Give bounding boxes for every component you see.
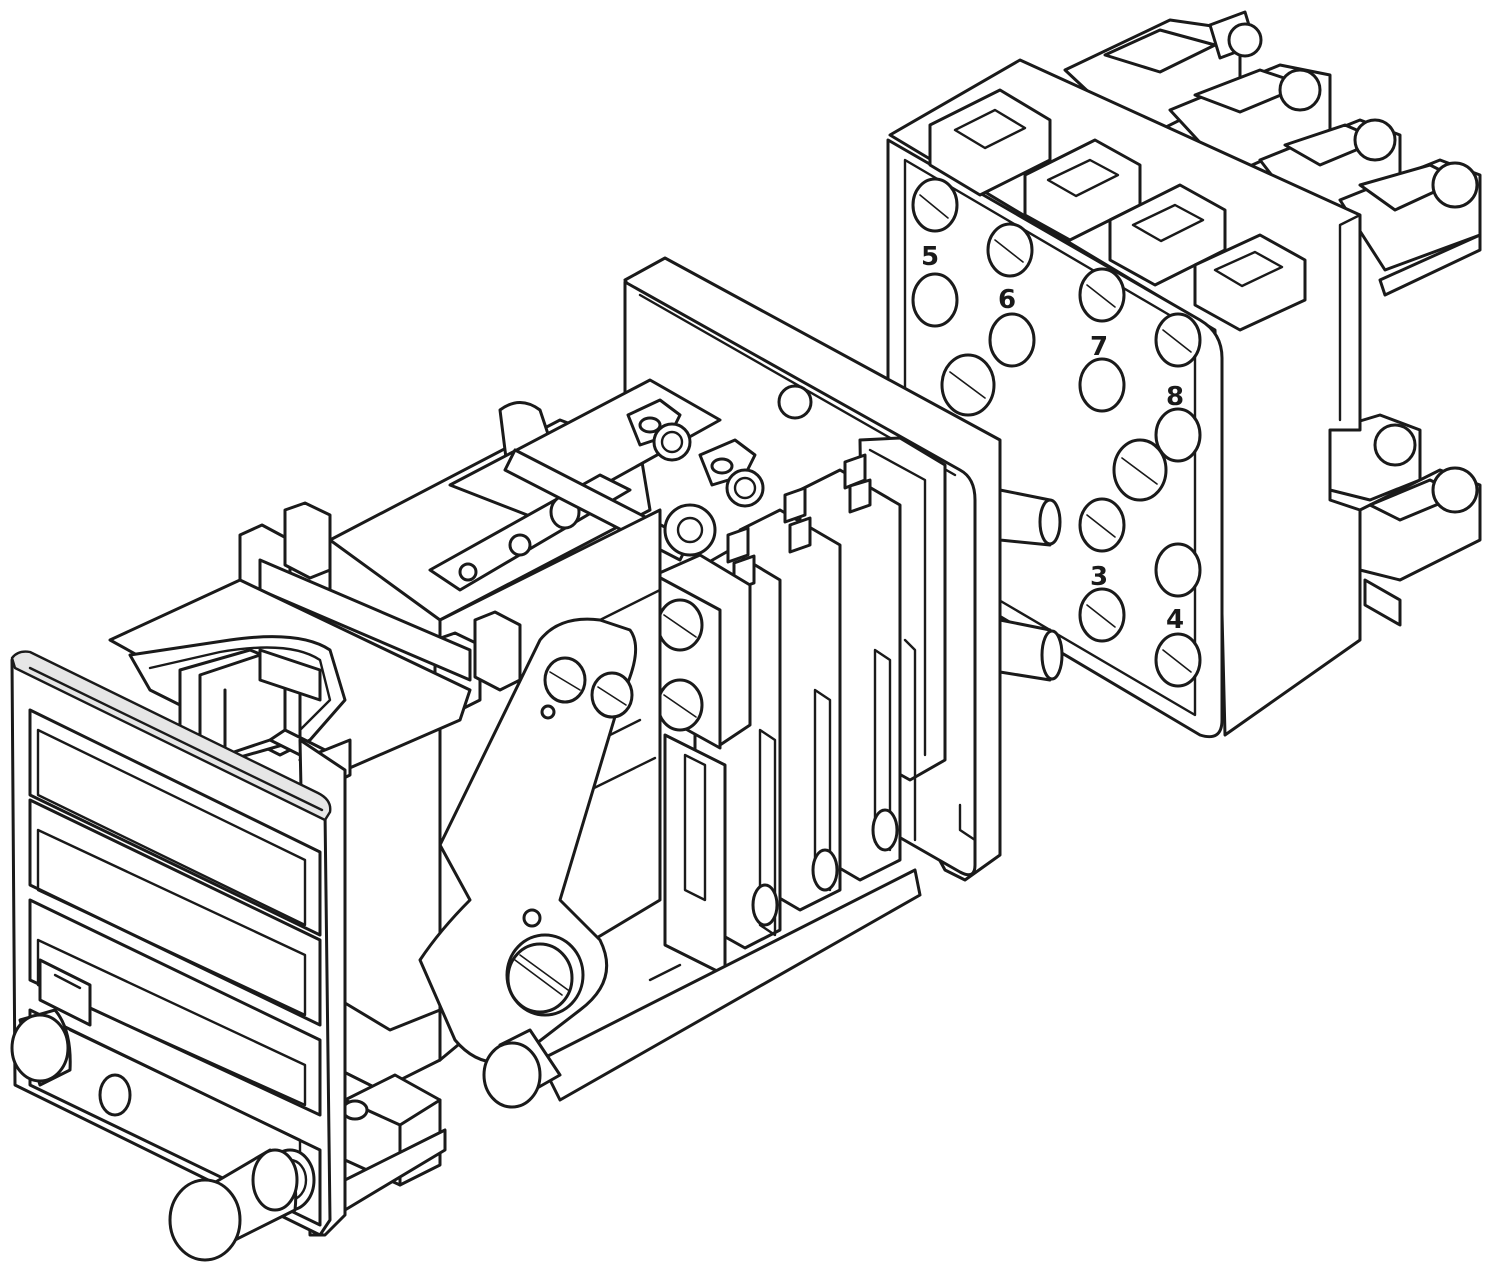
indicator-lamp [98, 1073, 132, 1117]
contact-screw-lower [656, 678, 704, 732]
terminal-label-8: 8 [1166, 382, 1184, 412]
terminal-label-6: 6 [998, 285, 1016, 315]
push-button-left[interactable] [10, 1008, 72, 1087]
mechanism-roller [482, 1041, 542, 1109]
front-bezel-assembly [10, 501, 522, 1262]
contact-screw-upper [656, 598, 704, 652]
bezel-top-bracket [108, 501, 522, 792]
cam-lever-plate [418, 617, 638, 1064]
contact-base-rail [538, 868, 922, 1102]
rear-side-connectors [1328, 413, 1482, 627]
terminal-label-4: 4 [1166, 605, 1184, 635]
terminal-label-3: 3 [1090, 562, 1108, 592]
terminal-label-5: 5 [921, 242, 939, 272]
rear-block-screw-terminals [911, 177, 1202, 688]
terminal-label-7: 7 [1090, 332, 1108, 362]
rear-block-top-sockets [928, 88, 1307, 332]
push-button-front[interactable] [168, 1148, 316, 1262]
contact-elements [538, 436, 947, 1102]
